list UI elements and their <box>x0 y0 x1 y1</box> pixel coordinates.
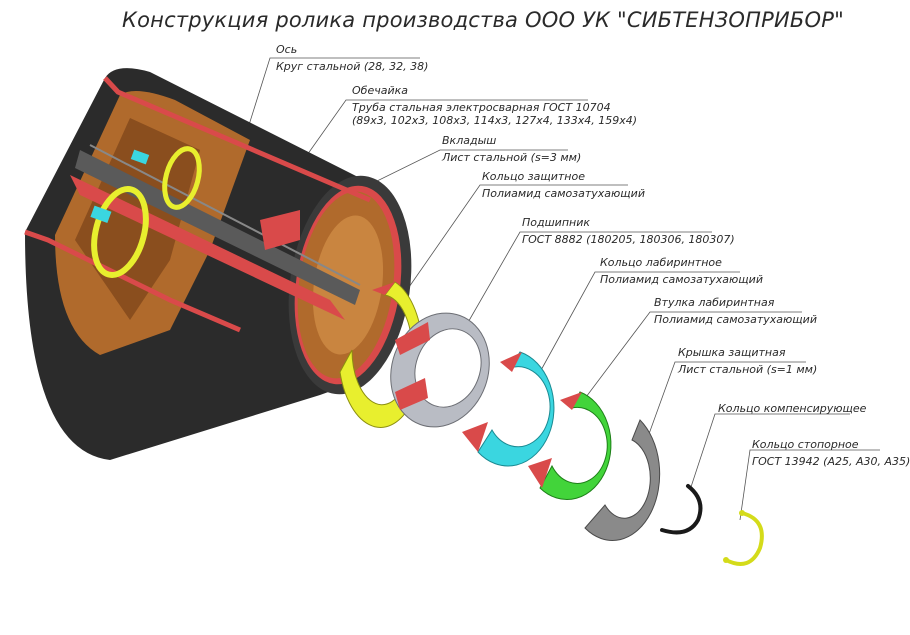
inner-cyan-seal-top <box>130 149 150 165</box>
compensating-ring-shape <box>660 484 703 535</box>
leader-labyrinth-sleeve <box>579 311 802 406</box>
leader-cover <box>644 361 806 446</box>
protective-ring-spec: Полиамид самозатухающий <box>482 187 645 200</box>
label-insert: Вкладыш Лист стальной (s=3 мм) <box>442 134 581 164</box>
leader-comp-ring <box>689 413 850 491</box>
axle-highlight <box>89 144 361 286</box>
inner-yellow-ring-top <box>162 146 202 210</box>
insert-spec: Лист стальной (s=3 мм) <box>442 151 582 164</box>
label-comp-ring: Кольцо компенсирующее <box>718 402 866 415</box>
comp-ring-name: Кольцо компенсирующее <box>718 402 867 415</box>
label-bearing: Подшипник ГОСТ 8882 (180205, 180306, 180… <box>522 216 735 246</box>
inner-yellow-ring-left <box>91 186 149 278</box>
labyrinth-sleeve <box>528 391 612 501</box>
axle-name: Ось <box>276 43 298 56</box>
cut-edge-left <box>24 229 241 333</box>
insert-name: Вкладыш <box>442 134 497 147</box>
bearing-name: Подшипник <box>522 216 590 229</box>
labyrinth-sleeve-cut-bottom <box>528 458 552 488</box>
leader-labyrinth-ring <box>539 271 740 373</box>
retaining-ring-shape <box>724 511 764 566</box>
leader-protective-ring <box>399 184 628 301</box>
bearing-spec: ГОСТ 8882 (180205, 180306, 180307) <box>522 233 735 246</box>
bearing-cut-top <box>395 322 430 355</box>
retaining-ring-lug-bottom <box>723 557 729 563</box>
compensating-ring <box>660 484 703 535</box>
label-cover: Крышка защитная Лист стальной (s=1 мм) <box>678 346 817 376</box>
label-protective-ring: Кольцо защитное Полиамид самозатухающий <box>482 170 645 200</box>
leader-shell <box>299 99 588 166</box>
labyrinth-sleeve-shape <box>539 391 612 501</box>
bearing <box>390 312 490 428</box>
shell-name: Обечайка <box>352 84 408 97</box>
labyrinth-ring-cut-top <box>500 352 522 372</box>
shell-spec: Труба стальная электросварная ГОСТ 10704 <box>352 101 611 114</box>
axle-spec: Круг стальной (28, 32, 38) <box>276 60 429 73</box>
inner-cyan-seal-left <box>90 205 112 224</box>
bearing-bore <box>414 328 482 408</box>
shell-spec-sizes: (89х3, 102х3, 108х3, 114х3, 127х4, 133х4… <box>352 114 638 127</box>
labyrinth-ring-cut-bottom <box>462 422 488 452</box>
leader-retaining-ring <box>739 449 880 521</box>
retaining-ring-lug-top <box>739 510 745 516</box>
protective-cover <box>584 419 661 541</box>
retaining-ring-spec: ГОСТ 13942 (А25, А30, А35) <box>752 455 910 468</box>
labyrinth-sleeve-cut-top <box>560 392 582 410</box>
labyrinth-sleeve-spec: Полиамид самозатухающий <box>654 313 817 326</box>
retaining-ring <box>723 510 764 566</box>
label-retaining-ring: Кольцо стопорное ГОСТ 13942 (А25, А30, А… <box>752 438 910 468</box>
bearing-cut-bottom <box>395 378 428 410</box>
protective-cover-shape <box>584 419 661 541</box>
labyrinth-ring-shape <box>477 351 555 467</box>
diagram-title: Конструкция ролика производства ООО УК "… <box>122 8 844 32</box>
axle-body <box>75 150 360 305</box>
label-labyrinth-ring: Кольцо лабиринтное Полиамид самозатухающ… <box>600 256 763 286</box>
label-labyrinth-sleeve: Втулка лабиринтная Полиамид самозатухающ… <box>654 296 817 326</box>
cut-edge-top <box>103 76 371 203</box>
cover-spec: Лист стальной (s=1 мм) <box>678 363 818 376</box>
roller-body <box>24 68 412 461</box>
insert-plate <box>260 210 300 250</box>
protective-ring-name: Кольцо защитное <box>482 170 585 183</box>
protective-ring-cut <box>372 282 395 295</box>
leader-bearing <box>454 231 712 346</box>
labyrinth-ring <box>462 351 555 467</box>
label-shell: Обечайка Труба стальная электросварная Г… <box>352 84 637 127</box>
retaining-ring-name: Кольцо стопорное <box>752 438 859 451</box>
cover-name: Крышка защитная <box>678 346 786 359</box>
labyrinth-sleeve-name: Втулка лабиринтная <box>654 296 775 309</box>
labyrinth-ring-spec: Полиамид самозатухающий <box>600 273 763 286</box>
label-axle: Ось Круг стальной (28, 32, 38) <box>276 43 428 73</box>
labyrinth-ring-name: Кольцо лабиринтное <box>600 256 722 269</box>
axle-cut <box>70 175 345 320</box>
